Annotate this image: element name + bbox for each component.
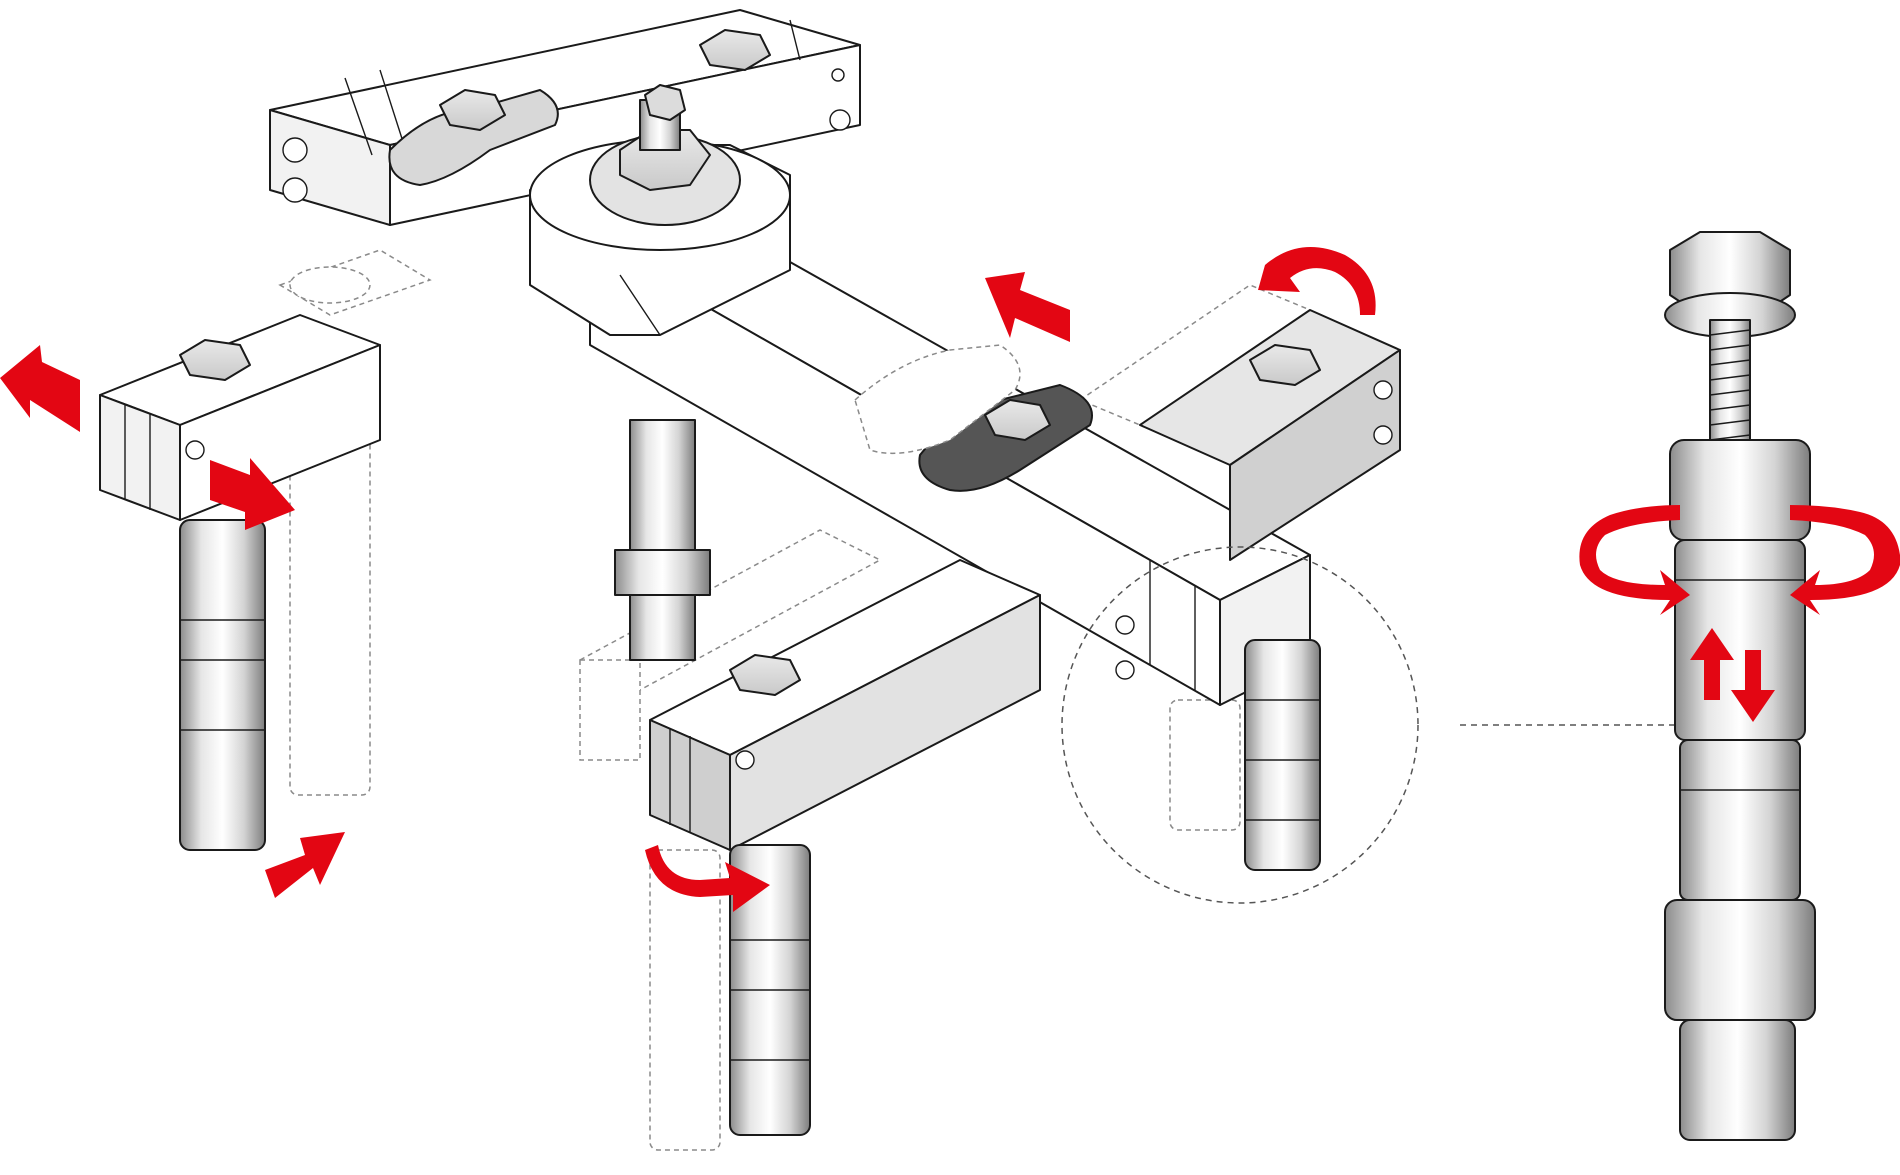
hex-bolt-icon: [699, 29, 771, 71]
up-down-arrow-icon: [1731, 650, 1775, 722]
center-hub: [529, 84, 791, 336]
straight-arrow-icon: [210, 458, 295, 530]
crossbar-bolt: [699, 29, 771, 71]
socket-screw-icon: [282, 137, 308, 163]
ghost-wing-nut: [854, 344, 1021, 455]
socket-screw-icon: [1373, 425, 1393, 445]
hex-bolt-icon: [1249, 344, 1321, 386]
front-arm: [649, 559, 1041, 1136]
hex-bolt-icon: [439, 89, 506, 131]
ghost-left-arm: [278, 249, 432, 796]
wing-nut-left: [388, 89, 559, 186]
curved-rotate-arrow-icon: [645, 845, 770, 912]
socket-screw-icon: [735, 750, 755, 770]
curved-rotate-arrow-icon: [1258, 247, 1376, 315]
curved-rotate-arrow-icon: [1579, 505, 1690, 615]
straight-arrow-icon: [265, 832, 345, 898]
right-gripper-pin: [1244, 639, 1321, 871]
socket-screw-icon: [185, 440, 205, 460]
socket-screw-icon: [282, 177, 308, 203]
motion-arrows: [0, 247, 1900, 912]
curved-rotate-arrow-icon: [1790, 505, 1900, 615]
detail-callout: [1061, 546, 1680, 904]
socket-screw-icon: [829, 109, 851, 131]
up-down-arrow-icon: [1690, 628, 1734, 700]
hex-bolt-icon: [729, 654, 801, 696]
center-column: [614, 419, 711, 661]
straight-arrow-icon: [985, 272, 1070, 342]
detail-pin: [1664, 231, 1816, 1141]
right-arm: [1139, 309, 1401, 871]
hex-bolt-icon: [179, 339, 251, 381]
hex-bolt-icon: [984, 399, 1051, 441]
left-gripper-pin: [179, 519, 266, 851]
straight-arrow-icon: [0, 345, 80, 432]
socket-screw-icon: [1373, 380, 1393, 400]
wing-nut-right: [918, 384, 1093, 492]
